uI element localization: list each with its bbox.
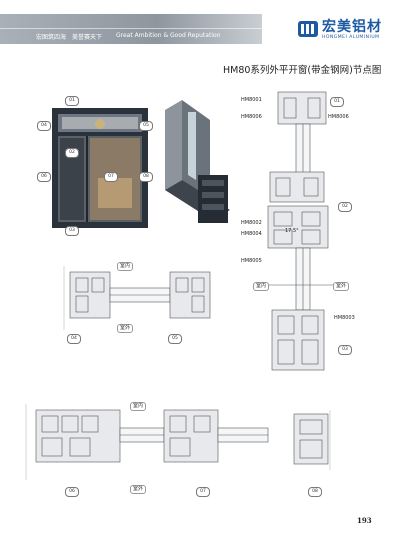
section-number-03: 03 — [338, 345, 352, 355]
callout-02: 02 — [65, 148, 79, 158]
callout-07: 07 — [104, 172, 118, 182]
tag-inside-mid: 室内 — [117, 262, 134, 271]
label-hm8003: HM8003 — [334, 315, 355, 321]
slogan-mid: 美誉赛天下 — [72, 34, 103, 41]
header-banner: 宏图筑四海 美誉赛天下 Great Ambition & Good Reputa… — [0, 14, 262, 44]
label-hm8006-right: HM8006 — [328, 114, 349, 120]
brand-name: 宏美铝材 — [322, 19, 382, 35]
label-hm8001: HM8001 — [241, 97, 262, 103]
page-title: HM80系列外平开窗(带金钢网)节点图 — [223, 65, 382, 76]
tag-inside-right: 室内 — [253, 282, 270, 291]
window-illustration — [52, 108, 148, 228]
slogan-en: Great Ambition & Good Reputation — [116, 32, 221, 39]
section-number-05: 05 — [168, 334, 182, 344]
tag-outside-mid: 室外 — [117, 324, 134, 333]
section-number-02: 02 — [338, 202, 352, 212]
label-hm8004: HM8004 — [241, 231, 262, 237]
section-number-06: 06 — [65, 487, 79, 497]
label-hm8002: HM8002 — [241, 220, 262, 226]
callout-04: 04 — [37, 121, 51, 131]
callout-08: 08 — [139, 172, 153, 182]
brand-logo-icon — [298, 21, 318, 37]
tag-outside-bottom: 室外 — [130, 485, 147, 494]
callout-06: 06 — [37, 172, 51, 182]
section-number-01: 01 — [330, 97, 344, 107]
slogan-left: 宏图筑四海 — [36, 34, 67, 41]
profile-3d-render — [165, 100, 230, 223]
label-hm8005: HM8005 — [241, 258, 262, 264]
tag-inside-bottom: 室内 — [130, 402, 147, 411]
vertical-section-drawing — [267, 91, 329, 371]
page-number: 193 — [357, 516, 372, 525]
horizontal-section-0405 — [69, 271, 211, 319]
section-number-07: 07 — [196, 487, 210, 497]
section-number-04: 04 — [67, 334, 81, 344]
horizontal-section-060708 — [35, 409, 329, 465]
section-number-08: 08 — [308, 487, 322, 497]
label-angle: 17.5° — [285, 228, 299, 234]
callout-03: 03 — [65, 226, 79, 236]
callout-01: 01 — [65, 96, 79, 106]
brand-name-en: HONGMEI ALUMINIUM — [322, 35, 380, 40]
tag-outside-right: 室外 — [333, 282, 350, 291]
banner-rule — [0, 28, 262, 29]
callout-05: 05 — [139, 121, 153, 131]
label-hm8006-left: HM8006 — [241, 114, 262, 120]
